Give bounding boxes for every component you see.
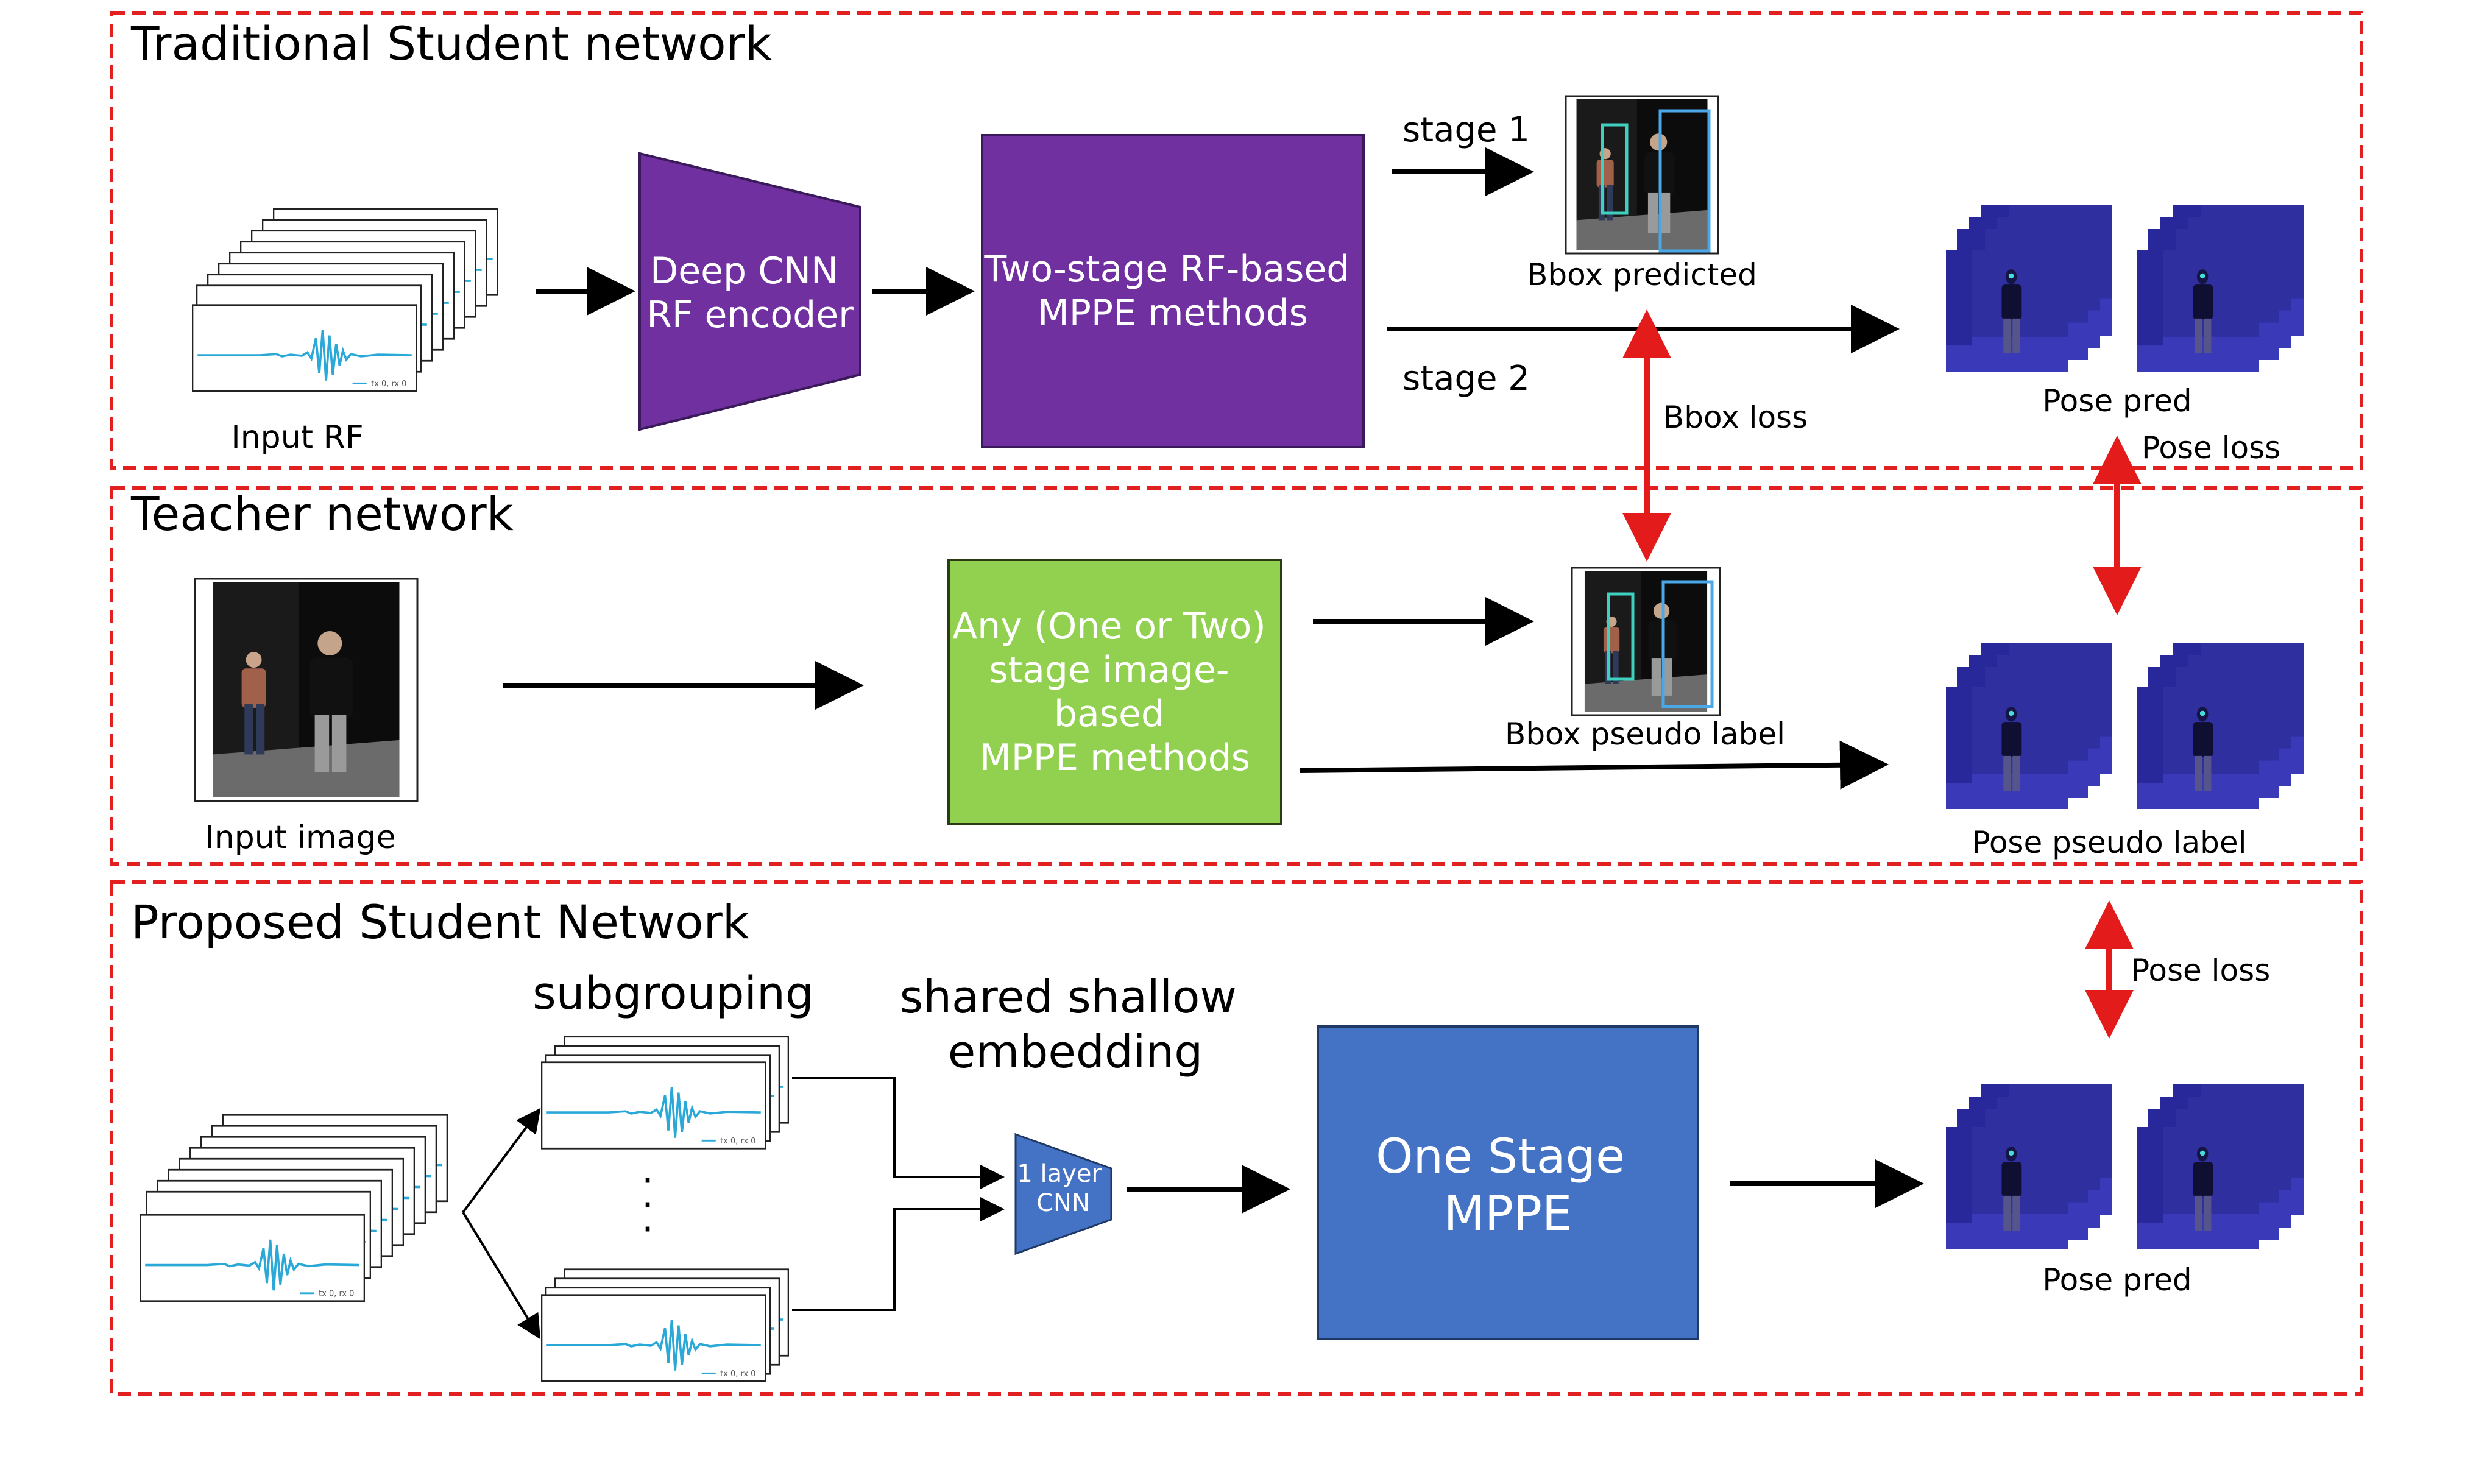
- bbox-loss-label: Bbox loss: [1663, 400, 1808, 435]
- pose-pred-images-bottom: [1946, 1084, 2304, 1249]
- two-stage-method-label: Two-stage RF-based MPPE methods: [984, 248, 1362, 334]
- stage1-label: stage 1: [1402, 110, 1530, 150]
- section-teacher-box: [110, 486, 2363, 866]
- stage2-label: stage 2: [1402, 359, 1530, 398]
- input-image-label: Input image: [205, 819, 395, 856]
- rf-subgroup-upper: [541, 1036, 789, 1150]
- split-arrow-upper: [462, 1108, 541, 1214]
- pose-pred-images-top: [1946, 205, 2304, 372]
- encoder-label: Deep CNN RF encoder: [646, 250, 854, 336]
- pose-loss-bottom-label: Pose loss: [2131, 953, 2270, 988]
- section-traditional-title: Traditional Student network: [130, 16, 772, 71]
- input-image-photo: [194, 578, 419, 802]
- one-stage-mppe-box: [1317, 1025, 1699, 1340]
- section-traditional-box: [110, 11, 2363, 470]
- ellipsis-dot-2: ·: [642, 1183, 654, 1228]
- teacher-method-box: [947, 559, 1282, 825]
- connector-upper: [792, 1077, 1005, 1189]
- pose-pseudo-images: [1946, 643, 2304, 809]
- section-proposed-box: [110, 880, 2363, 1396]
- one-stage-mppe-label: One Stage MPPE: [1376, 1129, 1640, 1242]
- section-proposed-title: Proposed Student Network: [131, 895, 749, 949]
- subgrouping-label: subgrouping: [532, 967, 814, 1020]
- bbox-pseudo-image: [1571, 567, 1721, 716]
- shared-embedding-label: shared shallow embedding: [900, 971, 1251, 1078]
- rf-subgroup-lower: [541, 1268, 789, 1382]
- teacher-method-label: Any (One or Two) stage image- based MPPE…: [952, 605, 1278, 779]
- arrow-teacher-to-pose: [1299, 740, 1889, 790]
- input-rf-label: Input RF: [231, 419, 363, 456]
- pose-pred-top-label: Pose pred: [2042, 383, 2191, 419]
- two-stage-method-box: [981, 134, 1365, 448]
- shallow-cnn-trapezoid: [1014, 1132, 1112, 1256]
- section-teacher-title: Teacher network: [130, 487, 514, 541]
- shallow-cnn-label: 1 layer CNN: [1017, 1160, 1109, 1217]
- ellipsis-dot-3: ·: [642, 1207, 654, 1253]
- rf-input-stack: [192, 207, 498, 393]
- split-arrow-lower: [462, 1211, 541, 1340]
- ellipsis-dot-1: ·: [642, 1159, 654, 1204]
- pose-pseudo-label: Pose pseudo label: [1972, 825, 2246, 860]
- pose-loss-top-label: Pose loss: [2142, 430, 2280, 465]
- rf-input-stack-proposed: [140, 1114, 448, 1302]
- connector-lower: [792, 1197, 1005, 1311]
- pose-pred-bottom-label: Pose pred: [2042, 1262, 2191, 1298]
- bbox-pseudo-label: Bbox pseudo label: [1505, 716, 1785, 752]
- encoder-trapezoid: [638, 152, 861, 431]
- bbox-predicted-image: [1565, 95, 1719, 255]
- bbox-predicted-label: Bbox predicted: [1527, 257, 1757, 292]
